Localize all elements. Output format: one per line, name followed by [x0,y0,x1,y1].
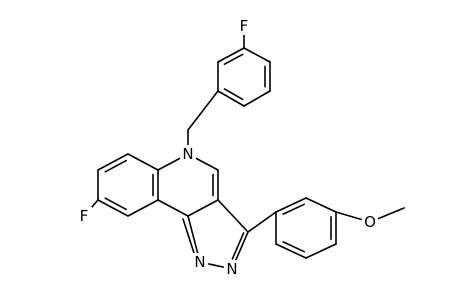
atom-label-oxygen: O [364,213,376,231]
bond-b3-b4 [97,199,129,217]
atom-label-nitrogen-n2: N [226,260,237,278]
bond-c5a-n [157,157,181,171]
bond-n1-c9b-double [182,218,195,254]
bond-aryl-r-1 [275,197,307,213]
bond-c3-n2 [234,231,249,262]
bond-aryl-top-6 [217,47,245,63]
bond-aryl-top-1 [243,47,271,63]
bond-o-ch3 [377,207,405,220]
bond-aryl-top-3 [243,90,271,107]
bond-c3-aryl [247,211,277,233]
bond-aryl-top-double-3 [223,53,244,66]
bond-b4-c9a [127,199,159,217]
bond-aryl-r-double-3 [282,241,306,253]
bond-aryl-ch2 [187,90,219,131]
bond-aryl-o [335,211,363,221]
bond-c3a-c9b [187,199,219,217]
bond-c3-n2-double [231,232,245,260]
bond-b1-b2 [97,153,129,171]
atom-label-nitrogen-ring: N [182,145,193,163]
bond-aryl-r-4 [305,243,337,259]
bond-aryl-r-5 [275,243,307,259]
bond-aryl-top-double-2 [223,88,244,101]
bond-aryl-top-4 [217,90,245,107]
bond-n1-c9b [187,215,199,255]
bond-c3a-c3 [217,199,249,233]
bond-aryl-r-double-1 [282,203,306,215]
bond-aryl-r-2 [305,197,337,213]
bond-n-c4 [195,157,219,171]
bond-c5a-b1 [127,153,159,171]
atom-label-fluorine-left: F [80,207,89,225]
bond-benzo-double-1 [104,159,128,173]
atom-label-nitrogen-n1: N [194,253,205,271]
label-layer: F N F N N O [76,17,378,278]
bond-layer [89,34,405,268]
bond-benzo-double-2 [104,197,128,211]
bond-n2-n1 [207,263,225,268]
atom-label-fluorine-top: F [240,17,249,35]
bond-c9b-c9a [157,199,189,217]
